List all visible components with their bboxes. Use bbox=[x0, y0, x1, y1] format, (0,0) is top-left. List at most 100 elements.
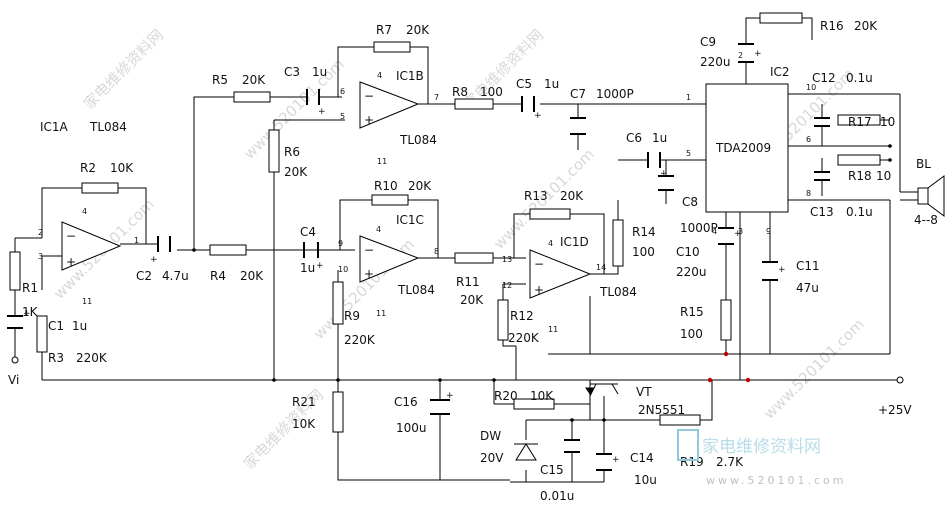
label-r12-val: 220K bbox=[508, 331, 540, 345]
label-c6: C6 bbox=[626, 131, 642, 145]
resistor-r9 bbox=[332, 281, 344, 325]
label-dw: DW bbox=[480, 429, 501, 443]
svg-text:10: 10 bbox=[806, 83, 816, 92]
label-r15: R15 bbox=[680, 305, 704, 319]
svg-text:+: + bbox=[318, 107, 326, 117]
ic2-tda2009-body bbox=[705, 83, 789, 213]
resistor-r11 bbox=[454, 252, 494, 264]
label-r14-val: 100 bbox=[632, 245, 655, 259]
label-dw-val: 20V bbox=[480, 451, 504, 465]
label-c8-val: 1000P bbox=[680, 221, 718, 235]
label-vt: VT bbox=[636, 385, 652, 399]
transistor-vt bbox=[585, 383, 619, 397]
label-r13: R13 bbox=[524, 189, 548, 203]
opamp-ic1c: − + bbox=[359, 235, 420, 283]
label-c9-val: 220u bbox=[700, 55, 731, 69]
label-c5-val: 1u bbox=[544, 77, 559, 91]
label-r6: R6 bbox=[284, 145, 300, 159]
resistor-r16 bbox=[759, 12, 803, 24]
component-labels: IC1A TL084 IC1B TL084 IC1C TL084 IC1D TL… bbox=[8, 19, 938, 503]
label-r4-val: 20K bbox=[240, 269, 264, 283]
svg-text:+: + bbox=[23, 309, 31, 319]
label-c4: C4 bbox=[300, 225, 316, 239]
label-r7: R7 bbox=[376, 23, 392, 37]
label-supply: +25V bbox=[878, 403, 912, 417]
label-c15-val: 0.01u bbox=[540, 489, 574, 503]
svg-text:+: + bbox=[316, 261, 324, 271]
resistor-r5 bbox=[233, 91, 271, 103]
svg-text:12: 12 bbox=[502, 281, 512, 290]
label-tl084-c: TL084 bbox=[397, 283, 435, 297]
svg-text:11: 11 bbox=[548, 325, 558, 334]
label-c6-val: 1u bbox=[652, 131, 667, 145]
capacitor-c11 bbox=[762, 261, 778, 281]
label-r7-val: 20K bbox=[406, 23, 430, 37]
label-c15: C15 bbox=[540, 463, 564, 477]
capacitor-c14 bbox=[596, 453, 612, 471]
label-r19: R19 bbox=[680, 455, 704, 469]
resistors bbox=[9, 12, 881, 433]
label-ic1a: IC1A bbox=[40, 120, 69, 134]
svg-text:6: 6 bbox=[806, 135, 811, 144]
label-r15-val: 100 bbox=[680, 327, 703, 341]
capacitor-c8 bbox=[658, 175, 674, 191]
label-r10: R10 bbox=[374, 179, 398, 193]
label-r16: R16 bbox=[820, 19, 844, 33]
resistor-r8 bbox=[454, 98, 494, 110]
wires bbox=[14, 17, 918, 483]
label-c14: C14 bbox=[630, 451, 654, 465]
svg-text:+: + bbox=[612, 455, 620, 465]
watermark-brand-1: 家电维修资料网 bbox=[80, 26, 167, 113]
svg-text:11: 11 bbox=[376, 309, 386, 318]
label-c1: C1 bbox=[48, 319, 64, 333]
label-r20-val: 10K bbox=[530, 389, 554, 403]
label-r21: R21 bbox=[292, 395, 316, 409]
label-vi: Vi bbox=[8, 373, 19, 387]
label-c11: C11 bbox=[796, 259, 820, 273]
capacitor-c2 bbox=[157, 236, 171, 252]
label-r19-val: 2.7K bbox=[716, 455, 744, 469]
capacitor-c6 bbox=[647, 152, 661, 168]
label-c9: C9 bbox=[700, 35, 716, 49]
resistor-r12 bbox=[497, 299, 509, 341]
label-c7-val: 1000P bbox=[596, 87, 634, 101]
label-c16: C16 bbox=[394, 395, 418, 409]
svg-text:+: + bbox=[150, 255, 158, 265]
label-r13-val: 20K bbox=[560, 189, 584, 203]
label-c13-val: 0.1u bbox=[846, 205, 873, 219]
label-tl084-a: TL084 bbox=[89, 120, 127, 134]
svg-text:+: + bbox=[534, 111, 542, 121]
capacitor-c13 bbox=[814, 171, 830, 181]
label-r21-val: 10K bbox=[292, 417, 316, 431]
resistor-r10 bbox=[371, 194, 409, 206]
label-r16-val: 20K bbox=[854, 19, 878, 33]
svg-text:1: 1 bbox=[134, 236, 139, 245]
label-r1: R1 bbox=[22, 281, 38, 295]
svg-text:7: 7 bbox=[434, 93, 439, 102]
label-c10: C10 bbox=[676, 245, 700, 259]
capacitor-c12 bbox=[814, 117, 830, 127]
label-r20: R20 bbox=[494, 389, 518, 403]
svg-text:4: 4 bbox=[548, 239, 553, 248]
resistor-r20 bbox=[513, 398, 555, 410]
label-r2-val: 10K bbox=[110, 161, 134, 175]
opamp-ic1a: − + bbox=[61, 221, 122, 271]
label-ic1d: IC1D bbox=[560, 235, 589, 249]
svg-text:3: 3 bbox=[38, 252, 43, 261]
svg-text:2: 2 bbox=[738, 51, 743, 60]
brand-logo: 家电维修资料网 www.520101.com bbox=[677, 429, 843, 487]
resistor-r4 bbox=[209, 244, 247, 256]
label-r18-val: 10 bbox=[876, 169, 891, 183]
label-r9-val: 220K bbox=[344, 333, 376, 347]
label-tda2009: TDA2009 bbox=[715, 141, 771, 155]
label-c12: C12 bbox=[812, 71, 836, 85]
resistor-r2 bbox=[81, 182, 119, 194]
capacitor-c10 bbox=[718, 227, 734, 245]
resistor-r19 bbox=[659, 414, 701, 426]
capacitor-c16 bbox=[430, 399, 450, 415]
svg-text:4: 4 bbox=[377, 71, 382, 80]
capacitor-c9 bbox=[738, 43, 754, 63]
capacitors bbox=[7, 43, 830, 471]
svg-text:6: 6 bbox=[340, 87, 345, 96]
